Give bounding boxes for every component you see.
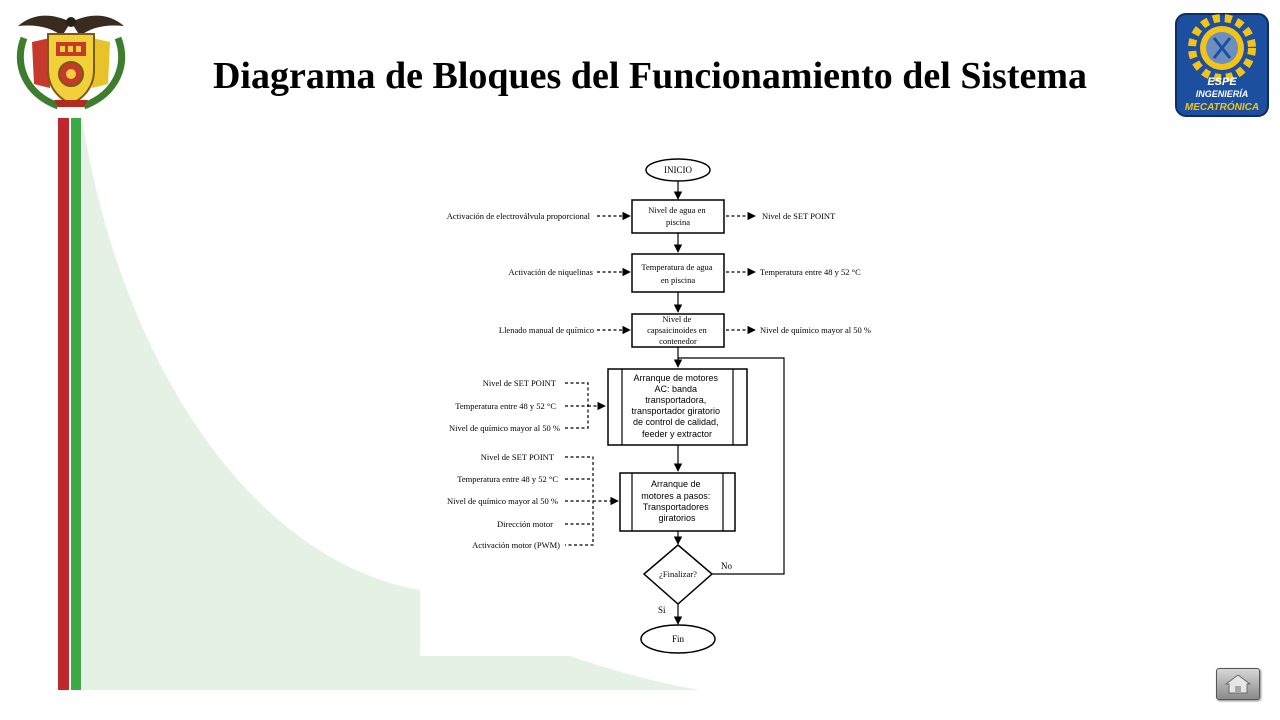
step-motors-label: Arranque de motores a pasos: Transportad… — [641, 479, 713, 523]
step-motors-box — [619, 472, 736, 532]
home-button[interactable] — [1216, 668, 1260, 700]
water-temp-label: Temperatura de agua en piscina — [641, 262, 714, 285]
chemical-level-box — [631, 313, 725, 348]
espe-mecatronica-logo: ESPE INGENIERÍA MECATRÓNICA — [1175, 13, 1269, 117]
ac-condition: Temperatura entre 48 y 52 °C — [455, 401, 556, 411]
end-terminal — [640, 624, 716, 654]
decision-yes-label: Si — [658, 605, 666, 615]
ac-motors-label: Arranque de motores AC: banda transporta… — [631, 373, 722, 439]
slide-title: Diagrama de Bloques del Funcionamiento d… — [212, 55, 1088, 97]
water-temp-box — [631, 253, 725, 293]
step-condition: Activación motor (PWM) — [472, 540, 560, 550]
green-vertical-bar — [71, 118, 81, 690]
water-level-label: Nivel de agua en piscina — [648, 205, 707, 227]
start-label: INICIO — [664, 165, 692, 175]
water-level-box — [631, 199, 725, 234]
logo-text-espe: ESPE — [1207, 76, 1237, 88]
finish-decision-label: ¿Finalizar? — [659, 569, 697, 579]
logo-text-mecatronica: MECATRÓNICA — [1185, 100, 1259, 113]
start-terminal — [645, 158, 711, 182]
home-icon — [1224, 674, 1252, 694]
logo-text-ingenieria: INGENIERÍA — [1196, 89, 1249, 99]
end-label: Fin — [672, 634, 685, 644]
light-green-swoosh — [82, 118, 700, 690]
input-label-chemical: Llenado manual de químico — [499, 325, 594, 335]
step-condition: Dirección motor — [497, 519, 553, 529]
ac-condition: Nivel de SET POINT — [483, 378, 557, 388]
decision-no-label: No — [721, 561, 732, 571]
finish-decision — [642, 544, 714, 606]
step-condition: Nivel de químico mayor al 50 % — [447, 496, 558, 506]
step-condition: Nivel de SET POINT — [481, 452, 555, 462]
chemical-level-label: Nivel de capsaicinoides en contenedor — [647, 314, 709, 346]
ac-condition: Nivel de químico mayor al 50 % — [449, 423, 560, 433]
coat-of-arms-logo — [16, 15, 126, 110]
output-label-water-level: Nivel de SET POINT — [762, 211, 836, 221]
output-label-water-temp: Temperatura entre 48 y 52 °C — [760, 267, 861, 277]
step-condition: Temperatura entre 48 y 52 °C — [457, 474, 558, 484]
ac-motors-box — [607, 368, 748, 446]
input-label-water-temp: Activación de niquelinas — [508, 267, 593, 277]
red-vertical-bar — [58, 118, 69, 690]
input-label-water-level: Activación de electroválvula proporciona… — [447, 211, 591, 221]
output-label-chemical: Nivel de químico mayor al 50 % — [760, 325, 871, 335]
